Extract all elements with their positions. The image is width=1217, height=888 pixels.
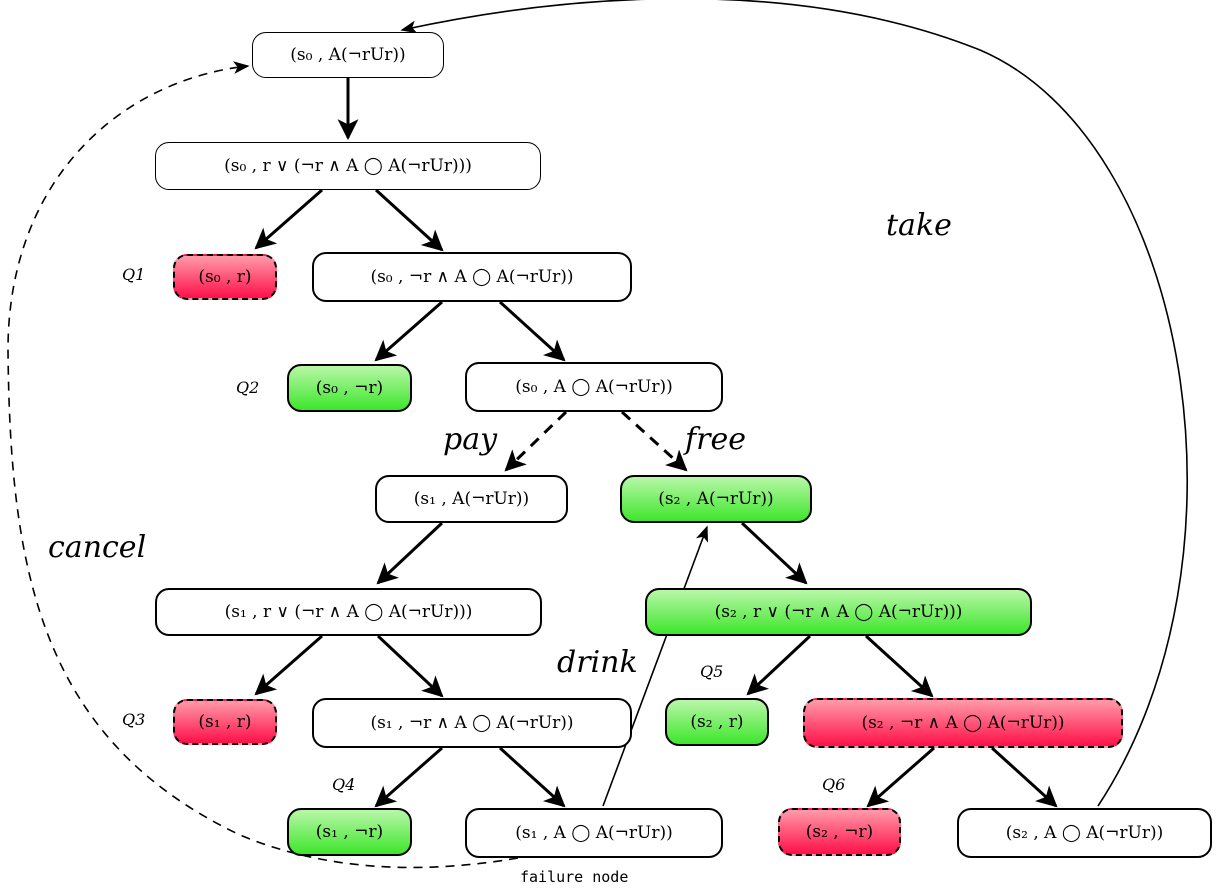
query-label-q6: Q6 (822, 775, 846, 794)
edge-label-drink: drink (557, 645, 638, 680)
conjunction-node-s0-label: (s₀ , ¬r ∧ A ◯ A(¬rUr)) (370, 267, 574, 287)
disjunction-node-s1-label: (s₁ , r ∨ (¬r ∧ A ◯ A(¬rUr))) (224, 602, 473, 622)
root-node: (s₀ , A(¬rUr)) (252, 32, 444, 78)
query-label-q4: Q4 (332, 775, 356, 794)
failure-leaf-q3: (s₁ , r) (173, 699, 277, 745)
failure-node-caption: failure node (520, 868, 629, 886)
edge-n9-n11 (990, 746, 1058, 808)
edge-n9-q6 (866, 746, 935, 808)
edge-drink (602, 525, 708, 807)
conjunction-node-s0: (s₀ , ¬r ∧ A ◯ A(¬rUr)) (312, 252, 632, 302)
failure-leaf-q6-label: (s₂ , ¬r) (805, 822, 874, 842)
disjunction-node-s2: (s₂ , r ∨ (¬r ∧ A ◯ A(¬rUr))) (645, 588, 1032, 636)
edge-take (400, 0, 1188, 807)
failure-node-s2-conjunction-label: (s₂ , ¬r ∧ A ◯ A(¬rUr)) (861, 713, 1065, 733)
edge-n1-q1 (254, 188, 323, 250)
edge-n5-n7 (740, 521, 808, 585)
disjunction-node-s0: (s₀ , r ∨ (¬r ∧ A ◯ A(¬rUr))) (155, 142, 541, 190)
edge-label-pay: pay (443, 422, 498, 457)
root-node-s1-label: (s₁ , A(¬rUr)) (413, 489, 530, 509)
root-node-label: (s₀ , A(¬rUr)) (290, 45, 406, 65)
disjunction-node-s0-label: (s₀ , r ∨ (¬r ∧ A ◯ A(¬rUr))) (224, 156, 472, 176)
query-label-q2: Q2 (236, 378, 260, 397)
edge-n8-q4 (374, 746, 443, 808)
edge-n1-n2 (374, 188, 444, 252)
success-leaf-q4: (s₁ , ¬r) (287, 808, 412, 856)
edge-n6-q3 (254, 634, 323, 696)
failure-node-s2-conjunction: (s₂ , ¬r ∧ A ◯ A(¬rUr)) (803, 698, 1123, 748)
failure-leaf-q1: (s₀ , r) (173, 254, 277, 300)
conjunction-node-s1: (s₁ , ¬r ∧ A ◯ A(¬rUr)) (312, 698, 632, 748)
edge-n6-n8 (376, 634, 444, 698)
success-node-s2-label: (s₂ , A(¬rUr)) (658, 489, 774, 509)
success-leaf-q5: (s₂ , r) (665, 698, 769, 746)
edge-label-take: take (886, 208, 952, 243)
next-node-s2: (s₂ , A ◯ A(¬rUr)) (957, 808, 1212, 858)
edge-n2-n3 (498, 300, 566, 362)
disjunction-node-s2-label: (s₂ , r ∨ (¬r ∧ A ◯ A(¬rUr))) (714, 602, 963, 622)
edge-cancel (7, 61, 519, 869)
success-node-s2: (s₂ , A(¬rUr)) (620, 475, 812, 523)
failure-leaf-q3-label: (s₁ , r) (198, 712, 252, 732)
edge-n8-n10 (498, 746, 566, 808)
next-node-s1: (s₁ , A ◯ A(¬rUr)) (465, 808, 723, 858)
query-label-q3: Q3 (122, 710, 146, 729)
failure-leaf-q6: (s₂ , ¬r) (778, 808, 901, 856)
next-node-s2-label: (s₂ , A ◯ A(¬rUr)) (1005, 823, 1164, 843)
edge-n7-n9 (864, 634, 934, 698)
edge-pay (504, 410, 568, 472)
edge-label-cancel: cancel (48, 530, 147, 565)
conjunction-node-s1-label: (s₁ , ¬r ∧ A ◯ A(¬rUr)) (370, 713, 574, 733)
success-leaf-q2-label: (s₀ , ¬r) (315, 378, 384, 398)
next-node-s0-label: (s₀ , A ◯ A(¬rUr)) (515, 377, 673, 397)
edge-n2-q2 (374, 300, 443, 362)
disjunction-node-s1: (s₁ , r ∨ (¬r ∧ A ◯ A(¬rUr))) (155, 588, 542, 636)
root-node-s1: (s₁ , A(¬rUr)) (375, 475, 568, 523)
next-node-s0: (s₀ , A ◯ A(¬rUr)) (465, 362, 723, 412)
edge-free (620, 410, 688, 472)
next-node-s1-label: (s₁ , A ◯ A(¬rUr)) (515, 823, 673, 843)
failure-leaf-q1-label: (s₀ , r) (198, 267, 252, 287)
query-label-q1: Q1 (122, 265, 146, 284)
edge-n4-n6 (376, 521, 444, 585)
success-leaf-q4-label: (s₁ , ¬r) (315, 822, 384, 842)
success-leaf-q2: (s₀ , ¬r) (287, 364, 412, 412)
query-label-q5: Q5 (700, 662, 724, 681)
edge-n7-q5 (746, 634, 812, 696)
edge-label-free: free (685, 422, 746, 457)
success-leaf-q5-label: (s₂ , r) (690, 712, 744, 732)
